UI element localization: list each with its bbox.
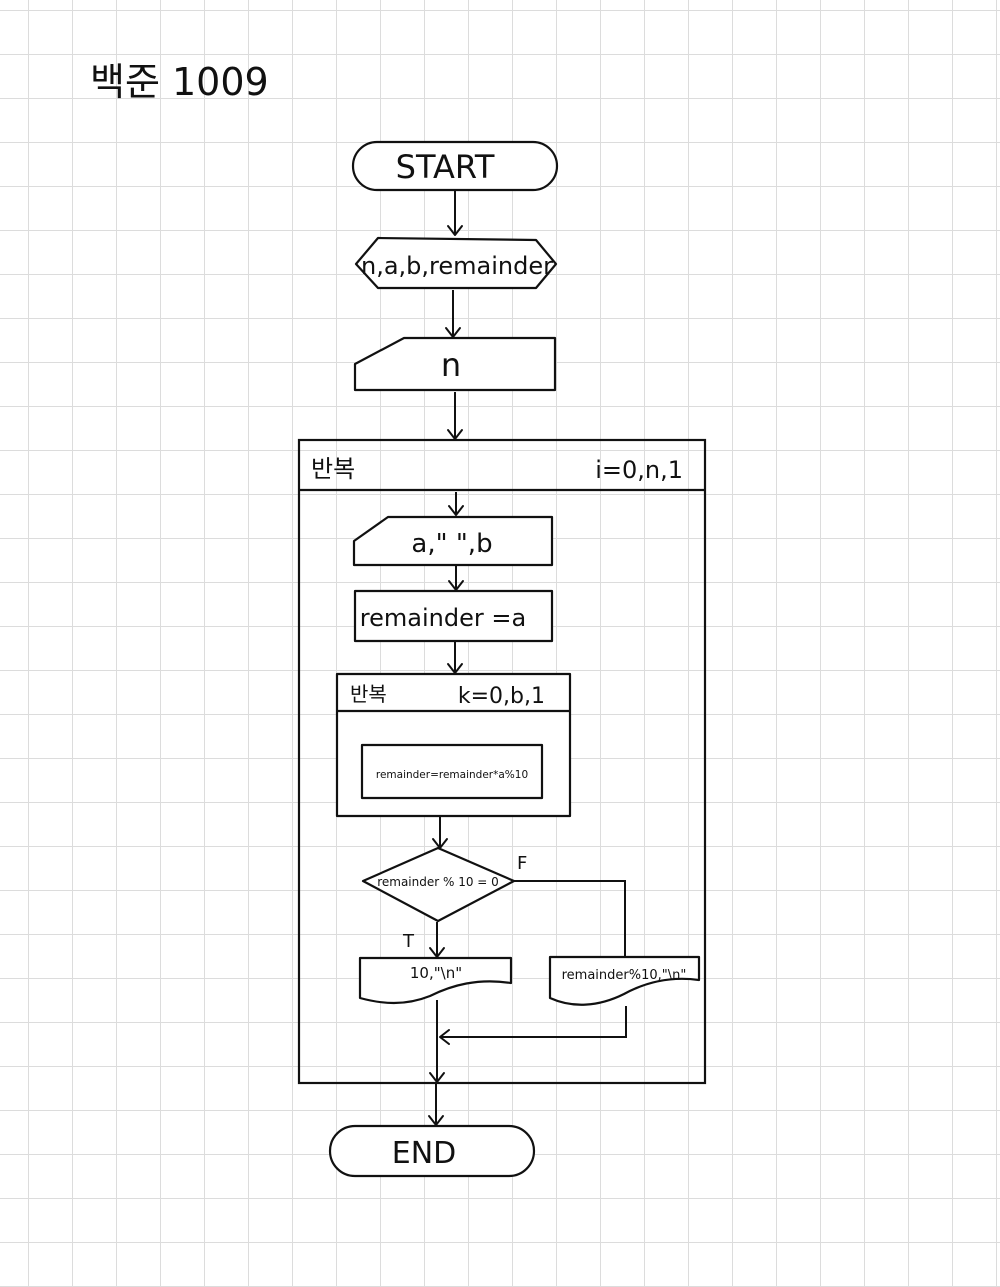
end-terminal <box>328 1124 536 1178</box>
assign-label: remainder =a <box>360 604 526 632</box>
end-label: END <box>392 1136 457 1171</box>
true-output-label: 10,"\n" <box>410 964 462 982</box>
arrowhead <box>439 1029 450 1045</box>
edge-false-branch <box>514 880 626 956</box>
page-title: 백준 1009 <box>90 60 269 104</box>
outer-loop-keyword: 반복 <box>311 455 355 483</box>
start-label: START <box>396 148 495 186</box>
declare-label: n,a,b,remainder <box>361 252 553 280</box>
arrowhead <box>448 505 464 516</box>
condition-label: remainder % 10 = 0 <box>377 875 499 889</box>
input-ab-label: a," ",b <box>411 529 492 559</box>
assign-box <box>353 589 554 643</box>
declare-box <box>354 236 558 290</box>
true-output-document <box>358 956 513 1005</box>
outer-loop-range: i=0,n,1 <box>595 456 683 484</box>
true-branch-label: T <box>402 931 415 952</box>
input-n-box <box>353 336 557 392</box>
edge-false-merge <box>440 1006 627 1038</box>
false-output-label: remainder%10,"\n" <box>562 968 687 983</box>
inner-loop-body-box <box>360 743 544 800</box>
condition-diamond <box>361 846 516 923</box>
input-n-label: n <box>441 346 461 384</box>
outer-loop-frame <box>297 438 707 1085</box>
false-branch-label: F <box>517 853 527 874</box>
inner-loop-body-label: remainder=remainder*a%10 <box>376 769 528 781</box>
arrowhead <box>447 225 463 236</box>
start-terminal <box>351 140 559 192</box>
false-output-document <box>548 955 701 1006</box>
flow-edges <box>435 190 627 1124</box>
input-ab-box <box>352 515 554 567</box>
inner-loop-range: k=0,b,1 <box>458 684 545 709</box>
inner-loop-keyword: 반복 <box>350 682 387 706</box>
